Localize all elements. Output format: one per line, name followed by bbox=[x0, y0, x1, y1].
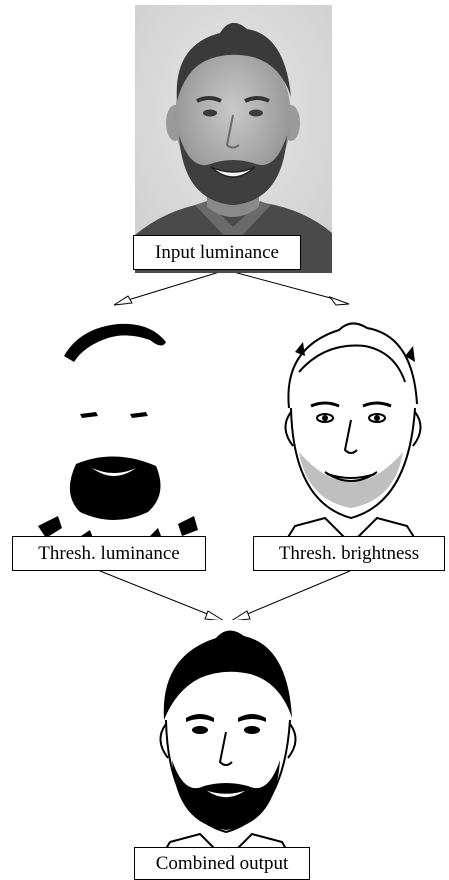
input-luminance-label: Input luminance bbox=[133, 235, 301, 270]
edge-thresh-luminance-to-combined bbox=[99, 570, 211, 616]
thresh-luminance-label: Thresh. luminance bbox=[12, 536, 206, 571]
combined-output-label: Combined output bbox=[134, 847, 310, 880]
edge-input-to-thresh-brightness bbox=[225, 269, 339, 301]
thresh-luminance-image bbox=[18, 316, 213, 556]
edge-input-to-thresh-luminance bbox=[127, 269, 227, 301]
thresh-brightness-label: Thresh. brightness bbox=[253, 536, 445, 571]
arrowhead-thresh-brightness bbox=[328, 295, 350, 306]
edge-thresh-brightness-to-combined bbox=[244, 570, 351, 616]
input-luminance-image bbox=[135, 5, 332, 273]
arrowhead-thresh-luminance bbox=[113, 295, 133, 306]
thresh-brightness-image bbox=[255, 312, 447, 558]
combined-output-image bbox=[130, 620, 322, 876]
